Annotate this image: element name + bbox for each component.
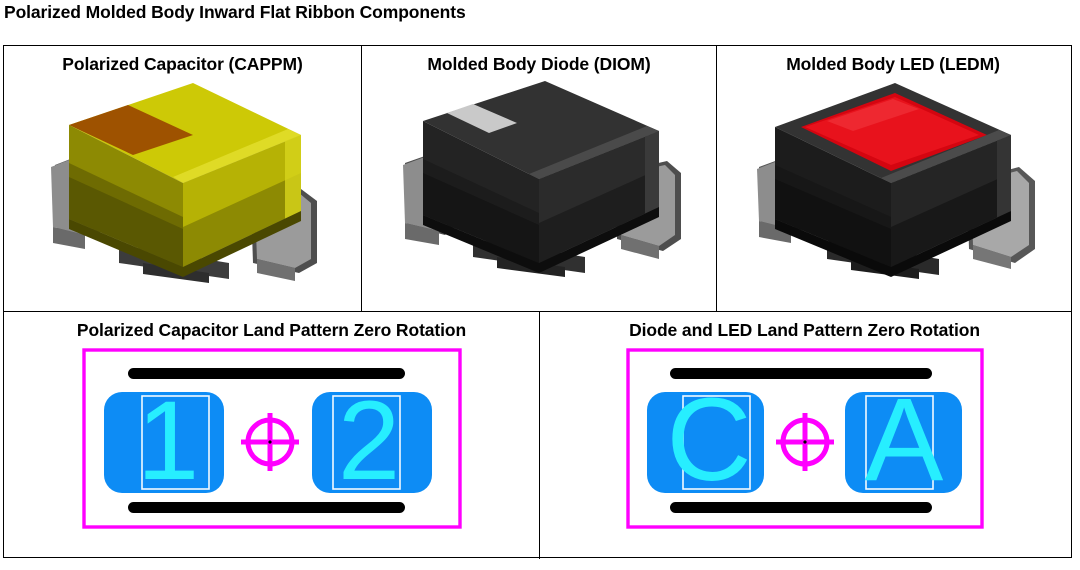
- silkscreen-bar-top: [669, 368, 932, 379]
- cell-title-molded-body-led: Molded Body LED (LEDM): [786, 54, 1000, 74]
- pad-2: 2: [311, 378, 432, 503]
- cell-title-polarized-capacitor: Polarized Capacitor (CAPPM): [62, 54, 303, 74]
- polarized-capacitor-3d-icon: [50, 83, 317, 283]
- pad-a-label: A: [864, 374, 943, 506]
- cell-molded-body-diode: Molded Body Diode (DIOM): [361, 46, 716, 311]
- cell-polarized-capacitor: Polarized Capacitor (CAPPM): [4, 46, 361, 311]
- origin-crosshair-icon: [240, 413, 299, 471]
- cell-title-molded-body-diode: Molded Body Diode (DIOM): [427, 54, 651, 74]
- pad-1-label: 1: [136, 378, 198, 503]
- land-pattern-row: Polarized Capacitor Land Pattern Zero Ro…: [4, 311, 1071, 559]
- pad-c-label: C: [666, 374, 751, 506]
- silkscreen-bar-bottom: [669, 502, 932, 513]
- diode-led-land-pattern-drawing: C A: [625, 348, 984, 529]
- pad-1: 1: [103, 378, 224, 503]
- diode-render-area: [362, 75, 716, 311]
- led-render-area: [717, 75, 1069, 311]
- diode-led-land-pattern-area: C A: [540, 341, 1069, 559]
- capacitor-render-area: [4, 75, 361, 311]
- page-title: Polarized Molded Body Inward Flat Ribbon…: [4, 2, 466, 22]
- cell-title-diode-led-land-pattern: Diode and LED Land Pattern Zero Rotation: [629, 320, 980, 340]
- component-render-row: Polarized Capacitor (CAPPM): [4, 46, 1071, 311]
- silkscreen-bar-bottom: [127, 502, 405, 513]
- pad-2-label: 2: [337, 378, 399, 503]
- capacitor-land-pattern-drawing: 1 2: [81, 348, 462, 529]
- origin-crosshair-icon: [775, 413, 834, 471]
- cell-molded-body-led: Molded Body LED (LEDM): [716, 46, 1069, 311]
- pad-c: C: [646, 374, 764, 506]
- silkscreen-bar-top: [127, 368, 405, 379]
- capacitor-land-pattern-area: 1 2: [4, 341, 539, 559]
- molded-body-led-3d-icon: [757, 83, 1035, 279]
- cell-diode-led-land-pattern: Diode and LED Land Pattern Zero Rotation…: [539, 312, 1069, 559]
- cell-title-capacitor-land-pattern: Polarized Capacitor Land Pattern Zero Ro…: [76, 320, 467, 340]
- cell-capacitor-land-pattern: Polarized Capacitor Land Pattern Zero Ro…: [4, 312, 539, 559]
- pad-a: A: [844, 374, 962, 506]
- components-table: Polarized Capacitor (CAPPM): [3, 45, 1072, 559]
- molded-body-diode-3d-icon: [403, 81, 681, 277]
